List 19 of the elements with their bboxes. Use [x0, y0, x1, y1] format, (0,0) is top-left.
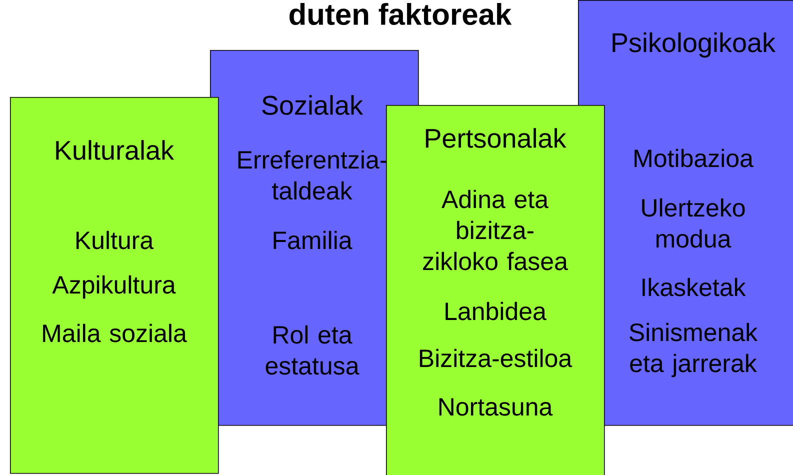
- factor-text: Adina eta bizitza-zikloko fasea: [423, 190, 568, 270]
- panel-heading: Pertsonalak: [426, 128, 566, 148]
- factor-text: Rol eta estatusa: [266, 325, 360, 375]
- title: duten faktoreak: [290, 3, 512, 26]
- factor-text: Erreferentzia-taldeak: [238, 150, 387, 200]
- factor-text: Lanbidea: [446, 302, 546, 320]
- factor-text: Ulertzeko modua: [642, 198, 745, 248]
- factor-text: Bizitza-estiloa: [420, 348, 572, 368]
- factor-text: Kultura: [76, 230, 154, 250]
- factor-text: Azpikultura: [52, 275, 176, 299]
- panel-heading: Sozialak: [262, 95, 364, 115]
- factor-text: Ikasketak: [642, 278, 746, 296]
- factor-text: Motibazioa: [634, 148, 754, 168]
- factor-text: Familia: [274, 230, 352, 250]
- factor-text: Maila soziala: [43, 324, 187, 342]
- factor-text: Sinismenak eta jarrerak: [630, 322, 758, 378]
- panel-heading: Psikologikoak: [612, 32, 776, 58]
- factor-text: Nortasuna: [439, 398, 553, 416]
- panel-heading: Kulturalak: [56, 140, 174, 160]
